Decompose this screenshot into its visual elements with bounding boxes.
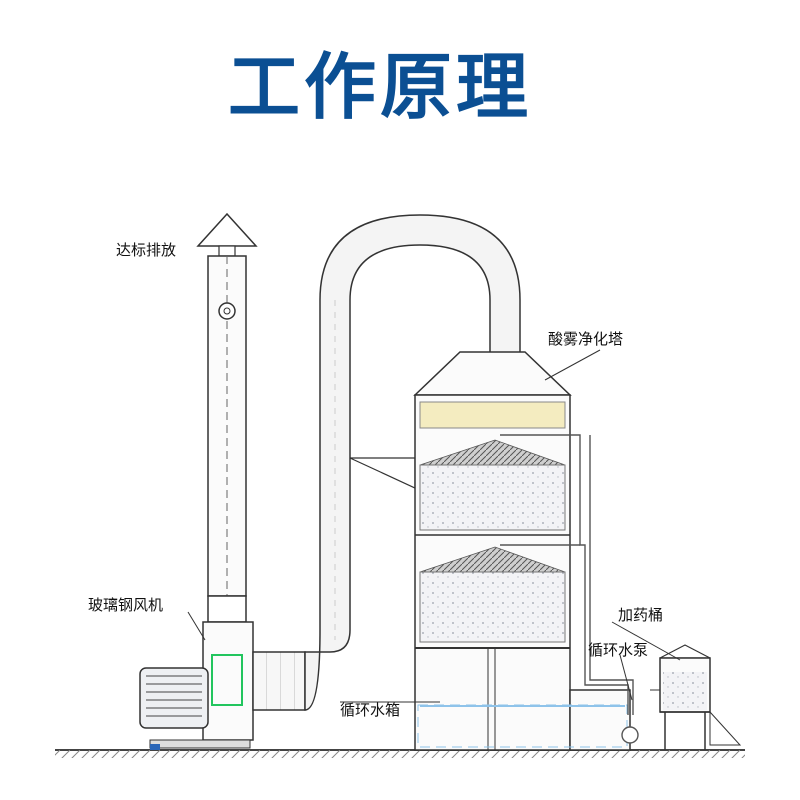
label-tower: 酸雾净化塔	[548, 330, 623, 348]
fan-outlet-highlight	[211, 654, 243, 706]
packing-layer-lower	[419, 571, 566, 643]
label-fan: 玻璃钢风机	[88, 596, 163, 614]
demister-layer	[419, 401, 566, 429]
label-exhaust: 达标排放	[116, 241, 176, 259]
leader-lines	[187, 349, 681, 703]
page-title: 工作原理	[227, 45, 532, 129]
packing-layer-upper	[419, 464, 566, 531]
scrubber-tower	[413, 351, 572, 751]
dosing-tank	[659, 644, 742, 750]
label-water-tank: 循环水箱	[340, 701, 400, 719]
fan-motor	[139, 667, 209, 729]
exhaust-stack	[196, 212, 258, 623]
label-dosing-tank: 加药桶	[618, 606, 663, 624]
ground	[55, 749, 745, 758]
label-pump: 循环水泵	[588, 641, 648, 659]
duct	[252, 214, 521, 711]
frp-fan	[139, 621, 254, 750]
circulation-tank	[417, 689, 631, 751]
